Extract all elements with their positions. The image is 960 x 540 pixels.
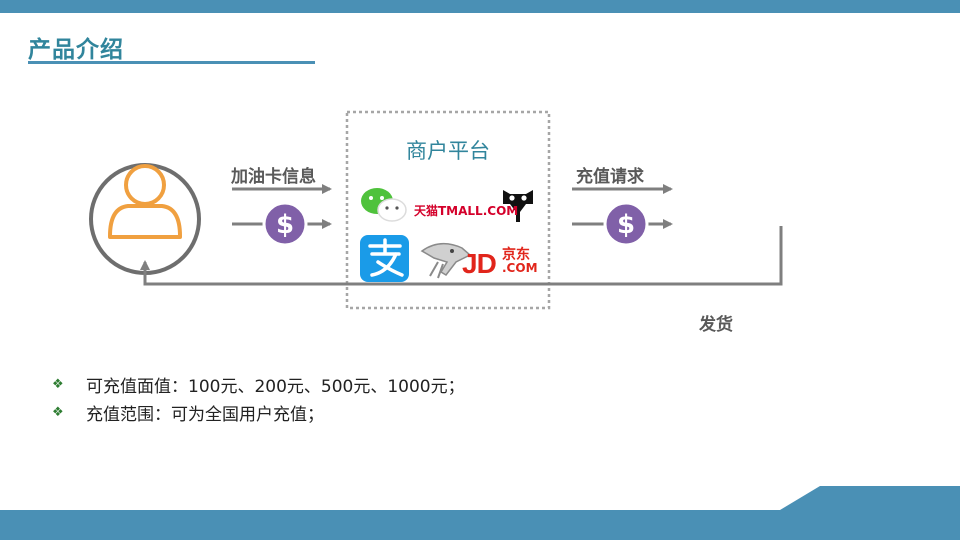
recharge-request-label: 充值请求 — [576, 167, 644, 187]
jd-logo-cn: 京东 — [502, 247, 530, 263]
wechat-icon — [361, 188, 407, 222]
tmall-logo-text: 天猫TMALL.COM — [414, 204, 519, 218]
user-icon — [89, 163, 201, 275]
title-underline — [28, 61, 315, 64]
tmall-cat-icon — [503, 190, 533, 222]
dollar-sign-right: $ — [617, 210, 635, 240]
diamond-bullet-icon: ❖ — [52, 376, 64, 392]
list-item: ❖ 可充值面值：100元、200元、500元、1000元； — [52, 370, 465, 398]
dollar-coin-icon-right — [603, 201, 649, 247]
bullet-text: 充值范围：可为全国用户充值； — [86, 404, 324, 425]
bullet-text: 可充值面值：100元、200元、500元、1000元； — [86, 376, 465, 397]
merchant-platform-title: 商户平台 — [406, 139, 490, 163]
jd-logo-com: .COM — [502, 261, 538, 275]
delivery-return-arrow — [140, 226, 783, 286]
dollar-sign-left: $ — [276, 210, 294, 240]
alipay-icon — [360, 235, 409, 282]
card-info-label: 加油卡信息 — [231, 167, 316, 187]
list-item: ❖ 充值范围：可为全国用户充值； — [52, 398, 465, 426]
jd-logo-text: JD — [462, 248, 497, 279]
dollar-coin-icon — [262, 201, 308, 247]
jd-dog-icon — [420, 242, 472, 279]
diamond-bullet-icon: ❖ — [52, 404, 64, 420]
bullet-list: ❖ 可充值面值：100元、200元、500元、1000元； ❖ 充值范围：可为全… — [52, 370, 465, 426]
page-title: 产品介绍 — [28, 37, 124, 63]
delivery-label: 发货 — [699, 315, 733, 335]
bottom-accent-bar — [0, 510, 960, 540]
merchant-platform-box — [345, 110, 551, 310]
top-accent-bar — [0, 0, 960, 13]
